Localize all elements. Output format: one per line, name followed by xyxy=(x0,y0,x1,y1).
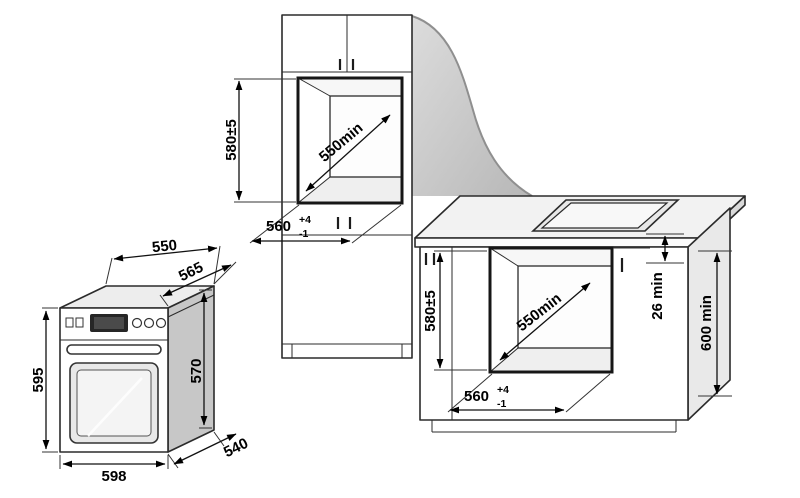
dim-base-niche-height: 580±5 xyxy=(422,250,487,371)
dim-oven-top-width: 550 xyxy=(105,237,221,285)
dim-oven-front-height: 595 xyxy=(30,307,58,453)
label-oven-top-depth: 565 xyxy=(176,259,206,285)
label-column-niche-width-tol-minus: -1 xyxy=(299,228,308,240)
base-oven-niche: 550min xyxy=(488,246,614,374)
oven-knob xyxy=(131,317,143,329)
dim-column-niche-height: 580±5 xyxy=(223,78,296,203)
hob-cutout xyxy=(530,199,681,232)
oven-button xyxy=(75,317,84,328)
oven-display-screen xyxy=(94,317,124,329)
niche-opening xyxy=(296,76,404,205)
label-base-niche-width: 560 xyxy=(464,388,489,405)
oven-button xyxy=(65,317,74,328)
niche-edge xyxy=(489,247,519,267)
dim-hob-clearance: 26 min xyxy=(613,233,684,320)
label-worktop-height: 600 min xyxy=(698,295,715,351)
label-oven-body-height: 570 xyxy=(188,358,205,383)
label-base-niche-width-tol-minus: -1 xyxy=(497,398,506,410)
niche-edge xyxy=(297,77,331,97)
label-oven-front-height: 595 xyxy=(30,367,47,392)
worktop-front-edge xyxy=(414,237,701,248)
depth-arrow xyxy=(305,114,391,192)
oven-knob xyxy=(155,317,167,329)
label-base-niche-height: 580±5 xyxy=(422,290,439,332)
dim-worktop-height: 600 min xyxy=(698,250,732,397)
dim-oven-body-height: 570 xyxy=(188,289,212,429)
label-column-niche-height: 580±5 xyxy=(223,119,240,161)
hob-cutout-inner xyxy=(540,202,669,229)
label-oven-front-width: 598 xyxy=(101,468,126,485)
label-column-niche-width-tol-plus: +4 xyxy=(299,214,311,226)
glass-reflection xyxy=(87,377,143,437)
label-base-niche-width-tol-plus: +4 xyxy=(497,384,509,396)
label-oven-top-width: 550 xyxy=(151,237,178,257)
label-hob-clearance: 26 min xyxy=(649,272,666,320)
niche-ceiling xyxy=(490,248,612,266)
dim-column-niche-width: 560 +4 -1 xyxy=(249,204,402,245)
label-column-niche-width: 560 xyxy=(266,218,291,235)
kitchen-wall xyxy=(411,15,533,197)
niche-opening xyxy=(488,246,614,374)
depth-arrow xyxy=(499,282,591,361)
niche-ceiling xyxy=(298,78,402,96)
oven-knob xyxy=(143,317,155,329)
dim-base-niche-width: 560 +4 -1 xyxy=(447,373,611,414)
dim-oven-front-width: 598 xyxy=(59,455,169,485)
oven-door-handle xyxy=(66,344,162,355)
